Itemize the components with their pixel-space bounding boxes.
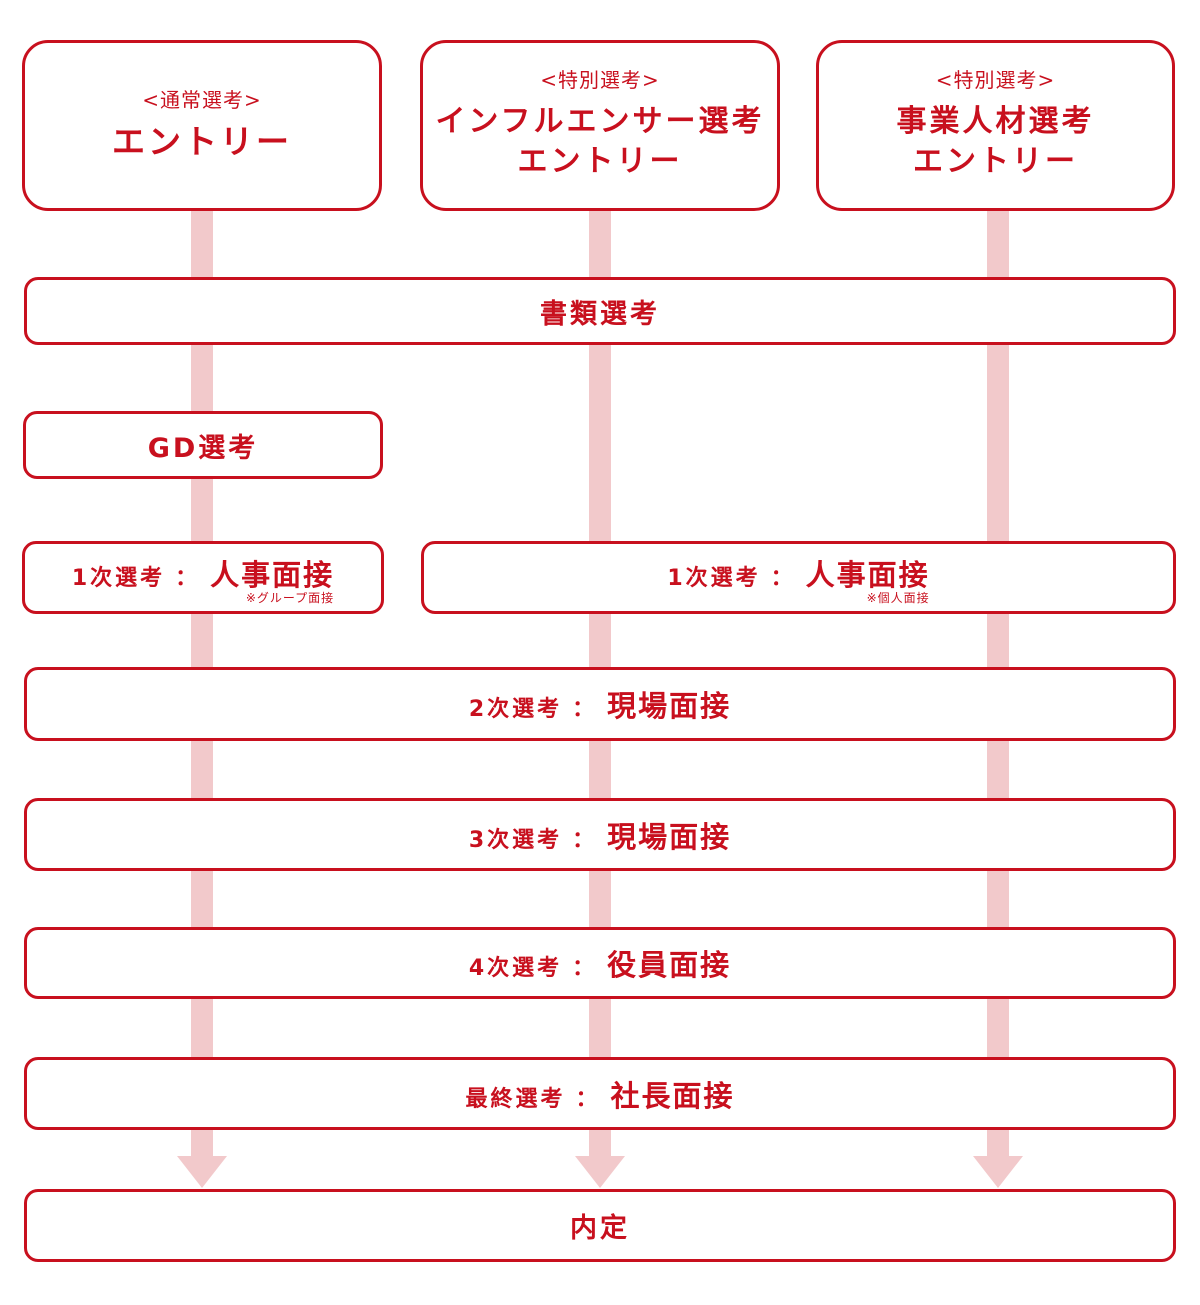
arrow-down-icon [973, 1156, 1023, 1188]
stage-round3: 3次選考 ： 現場面接 [24, 798, 1176, 871]
entry-title: 事業人材選考 [896, 103, 1095, 139]
stage-colon: ： [572, 956, 598, 981]
stage-interview-type: 現場面接 [607, 819, 732, 854]
entry-box-regular: <通常選考> エントリー [22, 40, 382, 211]
stage-interview-type: 役員面接 [607, 948, 732, 982]
stage-note: ※個人面接 [866, 590, 930, 605]
stage-document-screening: 書類選考 [24, 277, 1176, 345]
entry-title: エントリー [112, 121, 292, 161]
stage-label: 1次選考 [667, 565, 761, 591]
stage-round1-individual: 1次選考 ： 人事面接 ※個人面接 [421, 541, 1176, 614]
entry-category: <通常選考> [142, 87, 262, 112]
entry-title: インフルエンサー選考 [435, 103, 765, 139]
stage-label: 1次選考 [71, 565, 166, 591]
stage-round2: 2次選考 ： 現場面接 [24, 667, 1176, 741]
stage-colon: ： [770, 565, 796, 591]
stage-round4: 4次選考 ： 役員面接 [24, 927, 1176, 999]
entry-title-line2: エントリー [913, 143, 1078, 179]
stage-label: 内定 [570, 1213, 630, 1244]
stage-label: 書類選考 [540, 298, 660, 330]
entry-category: <特別選考> [935, 67, 1056, 92]
stage-colon: ： [572, 697, 598, 722]
stage-label: GD選考 [147, 432, 259, 464]
stage-final: 最終選考 ： 社長面接 [24, 1057, 1176, 1130]
stage-group-discussion: GD選考 [23, 411, 383, 479]
stage-colon: ： [572, 827, 598, 853]
stage-label: 最終選考 [465, 1086, 566, 1112]
entry-box-business: <特別選考> 事業人材選考 エントリー [816, 40, 1175, 211]
stage-interview-type: 現場面接 [607, 689, 732, 723]
stage-interview-type: 人事面接 [210, 557, 335, 592]
stage-interview-type: 社長面接 [610, 1078, 735, 1113]
stage-label: 2次選考 [468, 697, 563, 722]
stage-colon: ： [175, 565, 201, 591]
stage-note: ※グループ面接 [245, 590, 335, 605]
stage-label: 4次選考 [468, 956, 563, 981]
arrow-down-icon [177, 1156, 227, 1188]
stage-interview-type: 人事面接 [805, 557, 930, 592]
stage-round1-group: 1次選考 ： 人事面接 ※グループ面接 [22, 541, 384, 614]
entry-title-line2: エントリー [517, 143, 683, 179]
entry-category: <特別選考> [540, 67, 660, 92]
arrow-down-icon [575, 1156, 625, 1188]
stage-colon: ： [575, 1086, 601, 1112]
stage-job-offer: 内定 [24, 1189, 1176, 1262]
stage-label: 3次選考 [468, 827, 563, 853]
entry-box-influencer: <特別選考> インフルエンサー選考 エントリー [420, 40, 780, 211]
